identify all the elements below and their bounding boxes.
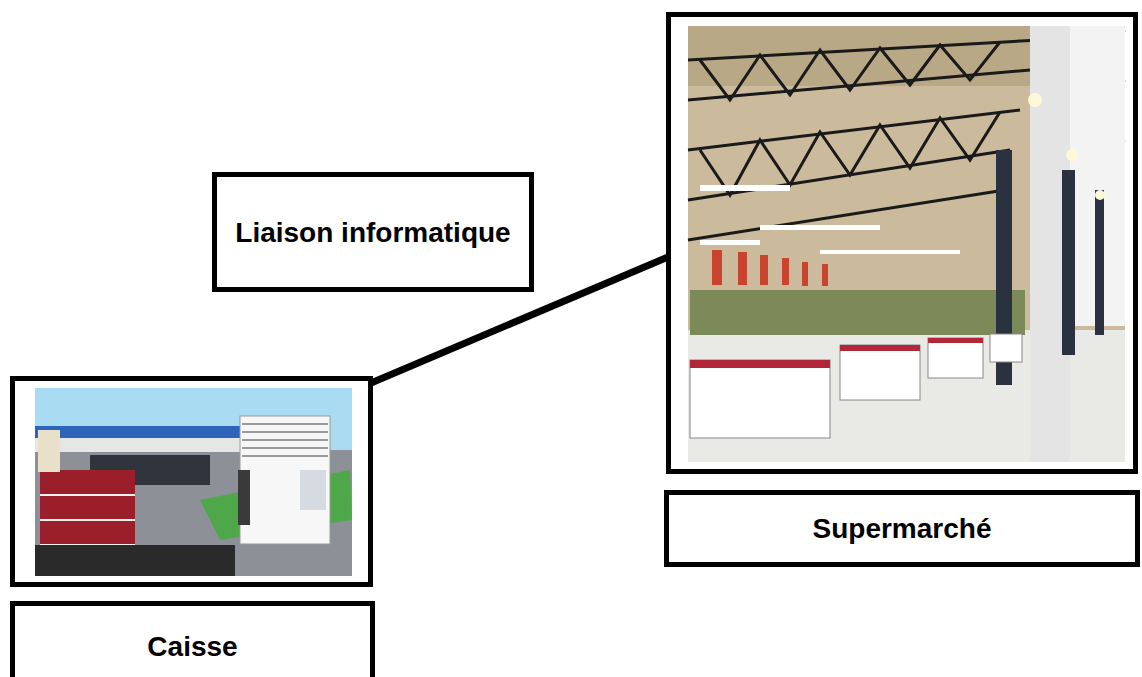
supermarket-photo — [688, 26, 1125, 462]
caption-text: Caisse — [147, 629, 237, 664]
label-box: Liaison informatique — [212, 172, 534, 292]
photo-frame: Caisse — [10, 376, 373, 587]
caption-box: Caisse — [10, 601, 375, 677]
label-text: Liaison informatique — [235, 215, 510, 250]
caption-text: Supermarché — [813, 511, 992, 546]
photo-frame: Supermarché — [666, 12, 1138, 474]
caption-box: Supermarché — [664, 490, 1140, 567]
station-photo — [35, 388, 352, 576]
